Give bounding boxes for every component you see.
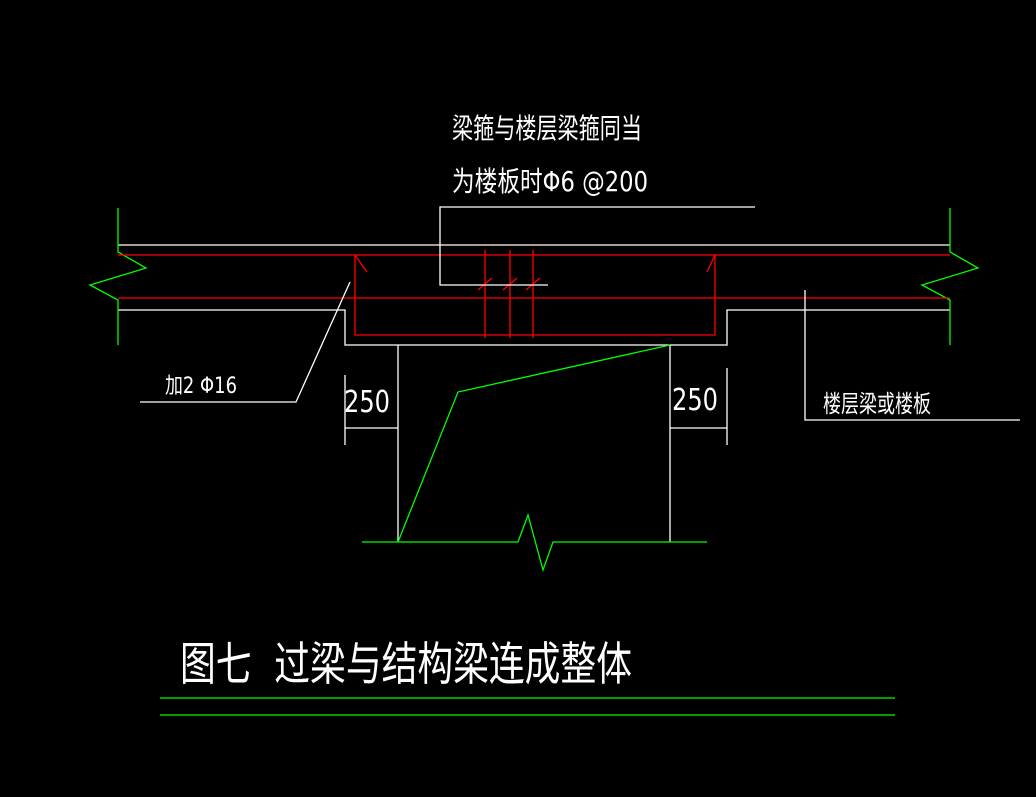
left-note: 加2 Φ16 [165, 374, 237, 399]
stirrup-tick-1 [477, 277, 493, 291]
break-line-left [88, 208, 148, 345]
beam-stirrup-outline [354, 255, 716, 336]
slab-bottom-edge-left [118, 309, 398, 346]
break-line-right [920, 208, 980, 345]
break-lines [88, 208, 980, 716]
left-bar-hook [354, 254, 368, 273]
drawing-title: 图七 过梁与结构梁连成整体 [180, 637, 632, 691]
stirrup-tick-2 [502, 277, 518, 291]
dim-right-label: 250 [672, 383, 718, 418]
left-note-leader [140, 281, 351, 403]
rebar [118, 250, 950, 338]
slab-bottom-edge-right [670, 309, 950, 346]
leader-lines [140, 206, 1020, 421]
right-note-leader [804, 290, 1020, 421]
wall-hatch-diagonal [397, 344, 671, 543]
top-note-leader [439, 206, 755, 286]
top-note-line1: 梁箍与楼层梁箍同当 [452, 112, 642, 145]
right-note: 楼层梁或楼板 [823, 390, 931, 418]
dim-left-label: 250 [344, 385, 390, 420]
break-line-bottom [362, 512, 707, 573]
beam-slab-outline [118, 244, 950, 542]
right-bar-hook [706, 254, 716, 273]
dimension-lines [344, 368, 728, 445]
top-note-line2: 为楼板时Φ6 @200 [452, 165, 648, 198]
stirrup-tick-3 [525, 277, 541, 291]
